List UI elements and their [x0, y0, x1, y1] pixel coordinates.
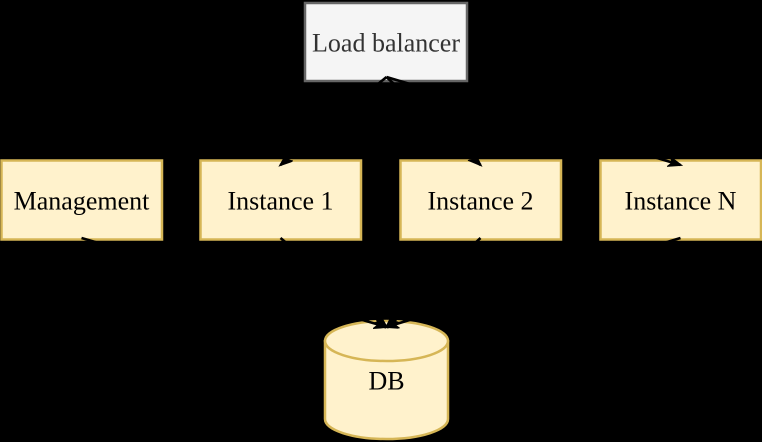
node-instance-1: Instance 1	[199, 159, 363, 241]
edge-layer	[81, 75, 681, 327]
db-label: DB	[368, 366, 404, 395]
node-load-balancer: Load balancer	[303, 1, 469, 83]
instance-1-label: Instance 1	[227, 186, 333, 215]
edge-management-to-db	[81, 236, 387, 327]
instance-2-label: Instance 2	[427, 186, 533, 215]
db-cylinder-body	[323, 339, 450, 441]
edge-instance-2-to-db	[387, 237, 482, 327]
instance-2-box	[399, 159, 563, 241]
load-balancer-box	[303, 1, 469, 83]
node-db: DB	[323, 319, 450, 441]
node-instance-n: Instance N	[599, 159, 762, 241]
edge-load-balancer-to-instance-2	[385, 76, 481, 165]
management-label: Management	[14, 186, 151, 215]
instance-n-label: Instance N	[625, 186, 737, 215]
edge-instance-1-to-db	[279, 237, 387, 327]
management-box	[0, 159, 164, 241]
edge-load-balancer-to-instance-n	[386, 75, 681, 165]
edge-load-balancer-to-instance-1	[281, 75, 388, 165]
edge-instance-n-to-db	[387, 236, 681, 327]
node-instance-2: Instance 2	[399, 159, 563, 241]
node-management: Management	[0, 159, 164, 241]
load-balancer-label: Load balancer	[312, 28, 460, 57]
instance-n-box	[599, 159, 762, 241]
